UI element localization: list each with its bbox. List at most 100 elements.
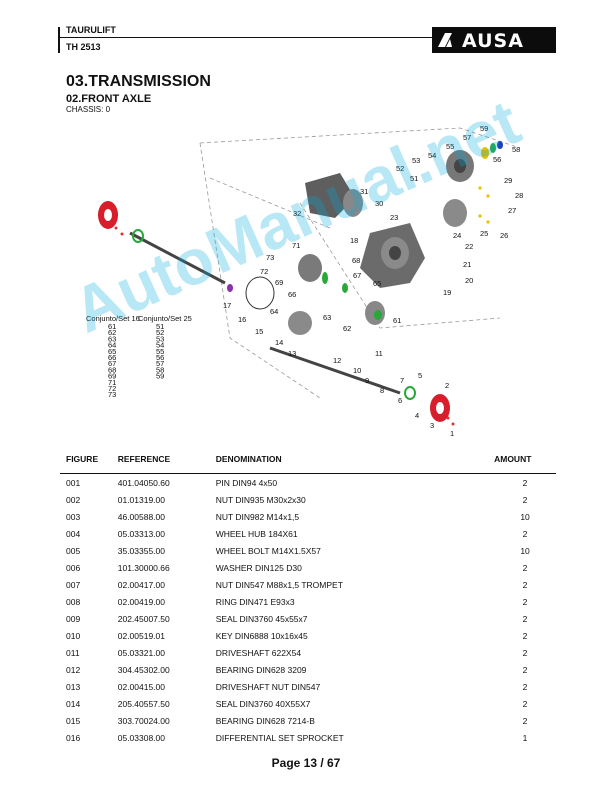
legend-item: 57 bbox=[156, 359, 164, 368]
cell-amount: 10 bbox=[520, 511, 530, 522]
callout-59: 59 bbox=[480, 124, 488, 133]
cell-amount: 2 bbox=[522, 647, 528, 658]
callout-32: 32 bbox=[293, 209, 301, 218]
cell-reference: 02.00419.00 bbox=[117, 596, 166, 607]
cell-reference: 05.03321.00 bbox=[117, 647, 166, 658]
cell-denomination: WHEEL HUB 184X61 bbox=[215, 528, 298, 539]
callout-8: 8 bbox=[380, 386, 384, 395]
callout-58: 58 bbox=[512, 145, 520, 154]
callout-19: 19 bbox=[443, 288, 451, 297]
callout-22: 22 bbox=[465, 242, 473, 251]
callout-66: 66 bbox=[288, 290, 296, 299]
callout-65: 65 bbox=[373, 279, 381, 288]
cell-denomination: WASHER DIN125 D30 bbox=[215, 562, 302, 573]
cell-amount: 2 bbox=[522, 613, 528, 624]
callout-30: 30 bbox=[375, 199, 383, 208]
callout-12: 12 bbox=[333, 356, 341, 365]
callout-57: 57 bbox=[463, 133, 471, 142]
callout-27: 27 bbox=[508, 206, 516, 215]
legend-item: 69 bbox=[108, 372, 116, 381]
legend-item: 71 bbox=[108, 378, 116, 387]
callout-61: 61 bbox=[393, 316, 401, 325]
header-amount: AMOUNT bbox=[494, 450, 556, 474]
cell-reference: 46.00588.00 bbox=[117, 511, 166, 522]
callout-24: 24 bbox=[453, 231, 461, 240]
cell-reference: 01.01319.00 bbox=[117, 494, 166, 505]
cell-denomination: PIN DIN94 4x50 bbox=[215, 477, 278, 488]
cell-denomination: SEAL DIN3760 45x55x7 bbox=[215, 613, 308, 624]
legend-item: 65 bbox=[108, 347, 116, 356]
callout-72: 72 bbox=[260, 267, 268, 276]
parts-table: FIGURE REFERENCE DENOMINATION AMOUNT 001… bbox=[60, 450, 556, 746]
legend-item: 55 bbox=[156, 347, 164, 356]
header-divider bbox=[60, 37, 432, 38]
differential-internals bbox=[227, 254, 385, 335]
legend-item: 68 bbox=[108, 365, 116, 374]
callout-71: 71 bbox=[292, 241, 300, 250]
callout-31: 31 bbox=[360, 187, 368, 196]
cell-denomination: RING DIN471 E93x3 bbox=[215, 596, 295, 607]
callout-64: 64 bbox=[270, 307, 278, 316]
callout-7: 7 bbox=[400, 376, 404, 385]
callout-4: 4 bbox=[415, 411, 419, 420]
cell-figure: 002 bbox=[66, 494, 81, 505]
cell-reference: 202.45007.50 bbox=[117, 613, 170, 624]
page-number: Page 13 / 67 bbox=[271, 756, 341, 770]
cell-figure: 003 bbox=[66, 511, 81, 522]
callout-67: 67 bbox=[353, 271, 361, 280]
header-rule bbox=[58, 27, 60, 53]
cell-reference: 35.03355.00 bbox=[117, 545, 166, 556]
legend-item: 54 bbox=[156, 341, 164, 350]
header-denomination: DENOMINATION bbox=[215, 450, 495, 474]
callout-54: 54 bbox=[428, 151, 436, 160]
cell-reference: 401.04050.60 bbox=[117, 477, 170, 488]
callout-2: 2 bbox=[445, 381, 449, 390]
callout-63: 63 bbox=[323, 313, 331, 322]
yellow-bolts bbox=[478, 186, 490, 224]
cell-denomination: WHEEL BOLT M14X1.5X57 bbox=[215, 545, 321, 556]
callout-26: 26 bbox=[500, 231, 508, 240]
legend-item: 73 bbox=[108, 390, 116, 399]
cell-figure: 010 bbox=[66, 630, 81, 641]
cell-figure: 014 bbox=[66, 698, 81, 709]
exploded-diagram: Conjunto/Set 16 Conjunto/Set 25 61626364… bbox=[86, 124, 523, 438]
callout-17: 17 bbox=[223, 301, 231, 310]
cell-reference: 02.00519.01 bbox=[117, 630, 166, 641]
legend-item: 51 bbox=[156, 322, 164, 331]
callout-5: 5 bbox=[418, 371, 422, 380]
callout-11: 11 bbox=[375, 349, 383, 358]
legend-item: 64 bbox=[108, 341, 116, 350]
cell-reference: 05.03308.00 bbox=[117, 732, 166, 743]
cell-figure: 005 bbox=[66, 545, 81, 556]
cell-figure: 015 bbox=[66, 715, 81, 726]
brand-logo: AUSA bbox=[432, 27, 556, 53]
cell-figure: 011 bbox=[66, 647, 80, 658]
legend-item: 56 bbox=[156, 353, 164, 362]
cell-amount: 1 bbox=[522, 732, 528, 743]
set25-title: Conjunto/Set 25 bbox=[138, 314, 192, 323]
cell-denomination: DIFFERENTIAL SET SPROCKET bbox=[215, 732, 344, 743]
legend-item: 58 bbox=[156, 365, 164, 374]
cell-amount: 2 bbox=[522, 630, 528, 641]
callout-1: 1 bbox=[450, 429, 454, 438]
brand-mark-icon bbox=[438, 33, 452, 47]
callout-25: 25 bbox=[480, 229, 488, 238]
callout-3: 3 bbox=[430, 421, 434, 430]
cell-amount: 2 bbox=[522, 664, 528, 675]
cell-reference: 101.30000.66 bbox=[117, 562, 170, 573]
legend-item: 72 bbox=[108, 384, 116, 393]
right-wheel-hub bbox=[404, 386, 450, 422]
cell-figure: 009 bbox=[66, 613, 81, 624]
